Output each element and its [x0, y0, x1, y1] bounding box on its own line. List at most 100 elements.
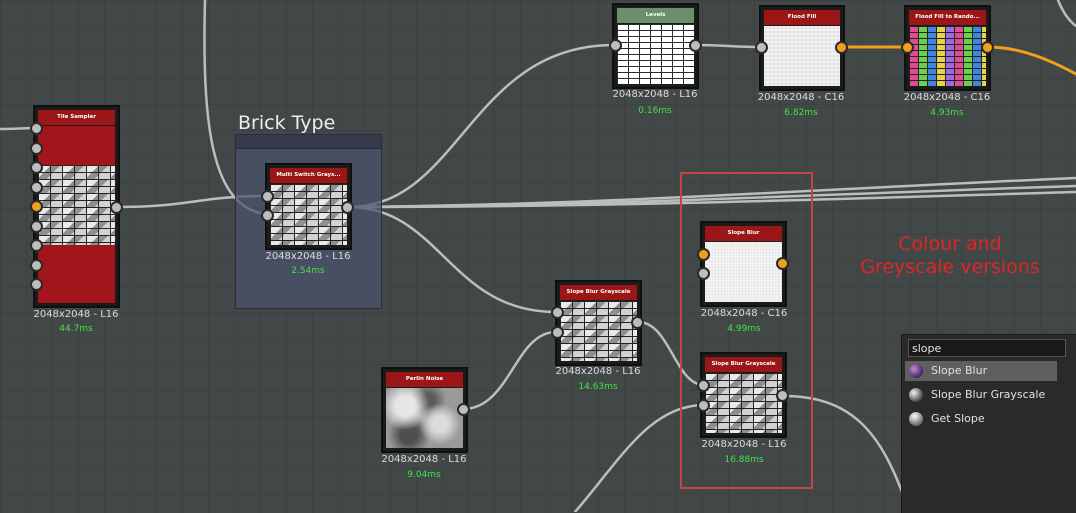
wire-switch-to-levels [347, 43, 616, 209]
search-result-slope-blur-grayscale[interactable]: Slope Blur Grayscale [905, 385, 1057, 405]
node-thumbnail [705, 373, 782, 433]
input-port-color[interactable] [901, 41, 914, 54]
node-resolution: 2048x2048 - L16 [381, 454, 467, 465]
node-timing: 16.88ms [724, 455, 764, 465]
node-flood-fill-to-random[interactable]: Flood Fill to Rando... [904, 5, 991, 91]
node-header: Multi Switch Grays... [270, 168, 347, 183]
input-port[interactable] [755, 41, 768, 54]
wire-switch-right-3 [347, 190, 1076, 209]
annotation-line-2: Greyscale versions [860, 256, 1040, 278]
node-multi-switch-grayscale[interactable]: Multi Switch Grays... [265, 163, 352, 250]
get-slope-icon [909, 412, 923, 426]
input-port[interactable] [30, 259, 43, 272]
highlight-box [680, 172, 813, 489]
wire-slope-gs-to-slope-gs2 [636, 320, 706, 387]
node-resolution: 2048x2048 - C16 [700, 308, 788, 319]
search-result-slope-blur[interactable]: Slope Blur [905, 361, 1057, 381]
node-timing: 4.99ms [727, 324, 761, 334]
search-result-get-slope[interactable]: Get Slope [905, 409, 1057, 429]
annotation-text: Colour and Greyscale versions [840, 233, 1060, 279]
output-port[interactable] [689, 39, 702, 52]
node-resolution: 2048x2048 - L16 [612, 89, 698, 100]
input-port-color[interactable] [697, 248, 710, 261]
input-port[interactable] [30, 220, 43, 233]
wire-slope-gs2-out [781, 394, 907, 502]
node-resolution: 2048x2048 - L16 [33, 309, 119, 320]
input-port[interactable] [551, 326, 564, 339]
node-timing: 0.16ms [638, 106, 672, 116]
node-timing: 6.82ms [784, 108, 818, 118]
node-header: Slope Blur Grayscale [705, 357, 782, 372]
output-port[interactable] [631, 316, 644, 329]
node-resolution: 2048x2048 - L16 [701, 439, 787, 450]
node-thumbnail [560, 301, 637, 361]
node-timing: 2.54ms [291, 266, 325, 276]
node-slope-blur-grayscale-2[interactable]: Slope Blur Grayscale [700, 352, 787, 438]
search-result-label: Slope Blur [931, 364, 988, 377]
node-thumbnail [705, 242, 782, 302]
node-slope-blur[interactable]: Slope Blur [700, 221, 787, 307]
node-resolution: 2048x2048 - L16 [555, 366, 641, 377]
node-header: Perlin Noise [386, 372, 463, 387]
node-slope-blur-grayscale[interactable]: Slope Blur Grayscale [555, 280, 642, 366]
input-port[interactable] [697, 267, 710, 280]
node-header: Tile Sampler [38, 110, 115, 125]
input-port[interactable] [551, 306, 564, 319]
node-search-input[interactable] [908, 339, 1066, 357]
node-resolution: 2048x2048 - C16 [903, 92, 991, 103]
frame-header[interactable] [236, 135, 381, 149]
node-timing: 14.63ms [578, 382, 618, 392]
input-port[interactable] [30, 239, 43, 252]
input-port[interactable] [30, 181, 43, 194]
input-port[interactable] [261, 190, 274, 203]
output-port-color[interactable] [776, 257, 789, 270]
node-header: Slope Blur Grayscale [560, 285, 637, 300]
node-resolution: 2048x2048 - L16 [265, 251, 351, 262]
output-port-color[interactable] [981, 41, 994, 54]
input-port[interactable] [30, 161, 43, 174]
node-thumbnail [617, 24, 694, 84]
wire-levels-to-flood [694, 43, 763, 49]
node-header: Flood Fill [764, 10, 840, 25]
node-thumbnail [386, 388, 463, 448]
wire-top-right-grey [1056, 0, 1076, 28]
node-timing: 4.93ms [930, 108, 964, 118]
input-port[interactable] [30, 278, 43, 291]
search-result-label: Slope Blur Grayscale [931, 388, 1046, 401]
input-port[interactable] [697, 399, 710, 412]
search-result-label: Get Slope [931, 412, 985, 425]
input-port[interactable] [261, 209, 274, 222]
node-perlin-noise[interactable]: Perlin Noise [381, 367, 468, 453]
node-resolution: 2048x2048 - C16 [757, 92, 845, 103]
node-search-panel: Slope Blur Slope Blur Grayscale Get Slop… [901, 334, 1076, 513]
wire-bottom-to-slope-gs2 [573, 403, 706, 512]
slope-blur-icon [909, 364, 923, 378]
input-port[interactable] [30, 122, 43, 135]
output-port[interactable] [776, 389, 789, 402]
input-port[interactable] [30, 142, 43, 155]
node-tile-sampler[interactable]: Tile Sampler [33, 105, 120, 308]
node-header: Levels [617, 8, 694, 23]
input-port-color[interactable] [30, 200, 43, 213]
node-thumbnail [270, 184, 347, 245]
output-port[interactable] [457, 403, 470, 416]
node-header: Slope Blur [705, 226, 782, 241]
node-header: Flood Fill to Rando... [909, 10, 986, 25]
wire-perlin-to-slope-gs [461, 330, 558, 411]
node-thumbnail [764, 26, 840, 86]
slope-blur-grayscale-icon [909, 388, 923, 402]
node-timing: 9.04ms [407, 470, 441, 480]
annotation-line-1: Colour and [898, 233, 1002, 255]
node-timing: 44.7ms [59, 324, 93, 334]
wire-random-out [986, 45, 1076, 76]
output-port[interactable] [341, 201, 354, 214]
output-port[interactable] [110, 201, 123, 214]
node-thumbnail [909, 26, 986, 86]
output-port-color[interactable] [835, 41, 848, 54]
node-levels[interactable]: Levels [612, 3, 699, 89]
input-port[interactable] [697, 379, 710, 392]
node-flood-fill[interactable]: Flood Fill [759, 5, 845, 91]
input-port[interactable] [609, 39, 622, 52]
frame-title: Brick Type [238, 112, 336, 134]
